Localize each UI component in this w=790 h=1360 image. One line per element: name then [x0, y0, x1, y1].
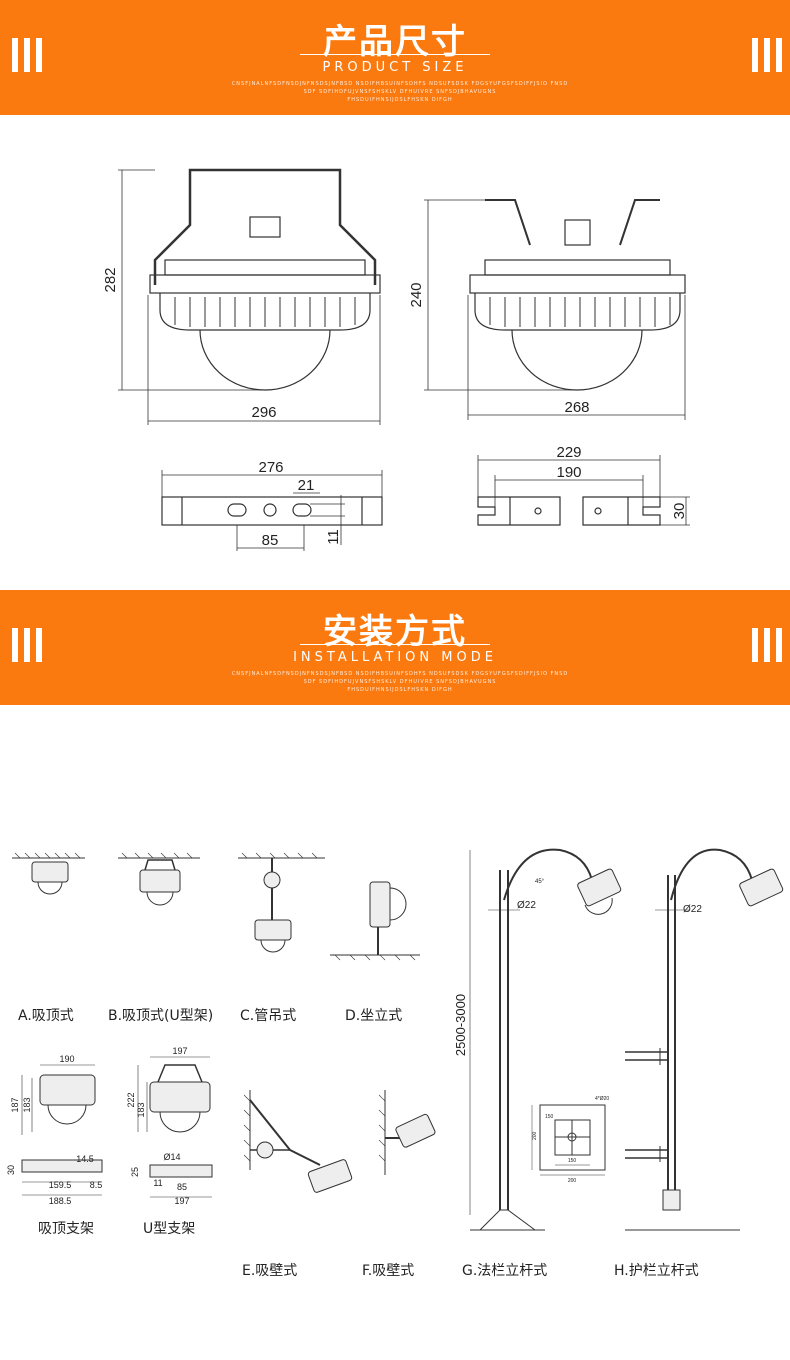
- dim-s2-d14: Ø14: [163, 1152, 180, 1162]
- dim-s1-b1595: 159.5: [49, 1180, 72, 1190]
- installation-drawing: 190 187 183 30 14.5 159.5 8.5 188.5 197 …: [6, 848, 784, 1231]
- dim-s2-b197: 197: [174, 1196, 189, 1206]
- caption-f: F.吸壁式: [362, 1263, 415, 1279]
- dim-pole-diameter-g: Ø22: [517, 900, 536, 911]
- caption-a: A.吸顶式: [18, 1008, 74, 1024]
- dim-s2-width: 197: [172, 1046, 187, 1056]
- decor-text: CNSFJNALNFSDFNSDJNFNSDSJNFBSD NSDIFHBSUI…: [231, 671, 569, 693]
- caption-g: G.法栏立杆式: [462, 1263, 548, 1279]
- dim-bracket1-width: 276: [258, 459, 283, 476]
- dim-pole-height: 2500-3000: [453, 994, 468, 1056]
- dim-s2-b85: 85: [177, 1182, 187, 1192]
- dim-pole-diameter-h: Ø22: [683, 904, 702, 915]
- dim-bracket1-height: 11: [325, 529, 342, 545]
- section-subtitle: INSTALLATION MODE: [293, 650, 497, 665]
- dim-width-1: 296: [251, 404, 276, 421]
- decor-text: CNSFJNALNFSDFNSDJNFNSDSJNFBSD NSDIFHBSUI…: [231, 81, 569, 103]
- dim-s2-h2: 183: [136, 1102, 146, 1117]
- section-title: 安装方式: [323, 612, 467, 652]
- bars-icon: [12, 38, 42, 72]
- caption-h: H.护栏立杆式: [614, 1263, 699, 1279]
- bars-icon: [752, 38, 782, 72]
- divider: [300, 644, 490, 645]
- divider: [300, 54, 490, 55]
- dim-s1-width: 190: [59, 1054, 74, 1064]
- dim-s1-b30: 30: [6, 1165, 16, 1175]
- bars-icon: [752, 628, 782, 662]
- dim-bracket1-pitch: 85: [262, 532, 279, 549]
- dim-height-2: 240: [408, 282, 425, 307]
- caption-d: D.坐立式: [345, 1008, 403, 1024]
- dim-flange-b: 200: [532, 1131, 538, 1140]
- dim-s1-h2: 183: [22, 1097, 32, 1112]
- dim-s1-b1885: 188.5: [49, 1196, 72, 1206]
- dim-bracket2-height: 30: [671, 503, 688, 520]
- dim-pole-angle: 45°: [535, 879, 545, 885]
- dim-s1-b145: 14.5: [76, 1154, 94, 1164]
- section-banner-installation-mode: 安装方式 INSTALLATION MODE CNSFJNALNFSDFNSDJ…: [0, 590, 790, 705]
- dim-s1-h1: 187: [10, 1097, 20, 1112]
- dim-flange-c: 150: [568, 1158, 577, 1164]
- dim-s1-b85: 8.5: [90, 1180, 103, 1190]
- caption-bracket-u: U型支架: [143, 1221, 196, 1237]
- dim-bracket2-pitch: 190: [556, 464, 581, 481]
- product-size-drawing: 282 296 240 268 276 21 85 11 229 190 30: [102, 168, 690, 551]
- caption-c: C.管吊式: [240, 1008, 297, 1024]
- dim-s2-b11: 11: [153, 1178, 162, 1188]
- dim-flange-e: 150: [545, 1114, 554, 1120]
- dim-s2-h1: 222: [126, 1092, 136, 1107]
- dim-flange-holes: 4*Ø20: [595, 1096, 609, 1102]
- dim-s2-b25: 25: [130, 1167, 140, 1177]
- bars-icon: [12, 628, 42, 662]
- caption-e: E.吸壁式: [242, 1263, 298, 1279]
- section-banner-product-size: 产品尺寸 PRODUCT SIZE CNSFJNALNFSDFNSDJNFNSD…: [0, 0, 790, 115]
- dim-height-1: 282: [102, 267, 119, 292]
- caption-b: B.吸顶式(U型架): [108, 1008, 214, 1024]
- dim-bracket2-width: 229: [556, 444, 581, 461]
- dim-bracket1-slot: 21: [298, 477, 315, 494]
- caption-bracket-ceiling: 吸顶支架: [38, 1221, 94, 1237]
- dim-width-2: 268: [564, 399, 589, 416]
- dim-flange-d: 200: [568, 1178, 577, 1184]
- section-subtitle: PRODUCT SIZE: [322, 60, 468, 75]
- section-title: 产品尺寸: [323, 22, 467, 62]
